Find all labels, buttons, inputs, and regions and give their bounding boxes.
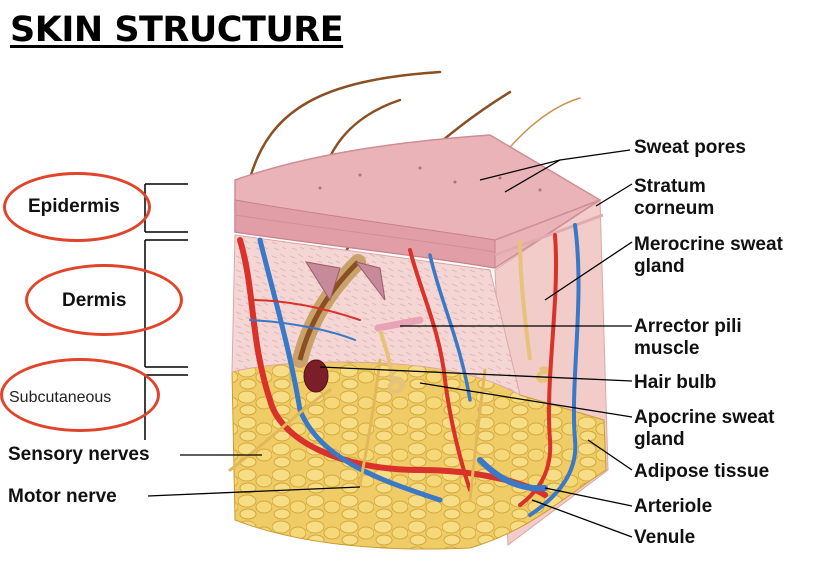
apocrine-label-2: gland [634,429,685,450]
hair-bulb-label: Hair bulb [634,372,717,393]
dermis-oval [25,264,183,336]
merocrine-label-2: gland [634,256,685,277]
sensory-nerves-label: Sensory nerves [8,444,150,465]
page-title: SKIN STRUCTURE [10,10,344,50]
epidermis-front [234,199,496,269]
leader-lines [147,149,633,538]
subcutaneous-oval [0,358,160,432]
adipose-label: Adipose tissue [634,461,770,482]
merocrine-label-1: Merocrine sweat [634,234,783,255]
stratum-corneum-label-1: Stratum [634,176,706,197]
dermis-label: Dermis [62,290,127,311]
arrector-pili [374,316,424,332]
stratum-corneum-label-2: corneum [634,198,715,219]
arrector-label-2: muscle [634,338,700,359]
blood-vessels [237,223,581,517]
arrector-label-1: Arrector pili [634,316,742,337]
hair-follicle [292,254,386,393]
apocrine-label-1: Apocrine sweat [634,407,775,428]
venule-label: Venule [634,527,696,548]
epidermis-label: Epidermis [28,196,120,217]
pore-dots [318,166,542,192]
nerves [228,358,487,502]
sweat-pores-label: Sweat pores [634,137,746,158]
motor-nerve-label: Motor nerve [8,486,117,507]
epidermis-oval [3,172,151,242]
subcutaneous-label: Subcutaneous [9,389,112,406]
arteriole-label: Arteriole [634,496,713,517]
